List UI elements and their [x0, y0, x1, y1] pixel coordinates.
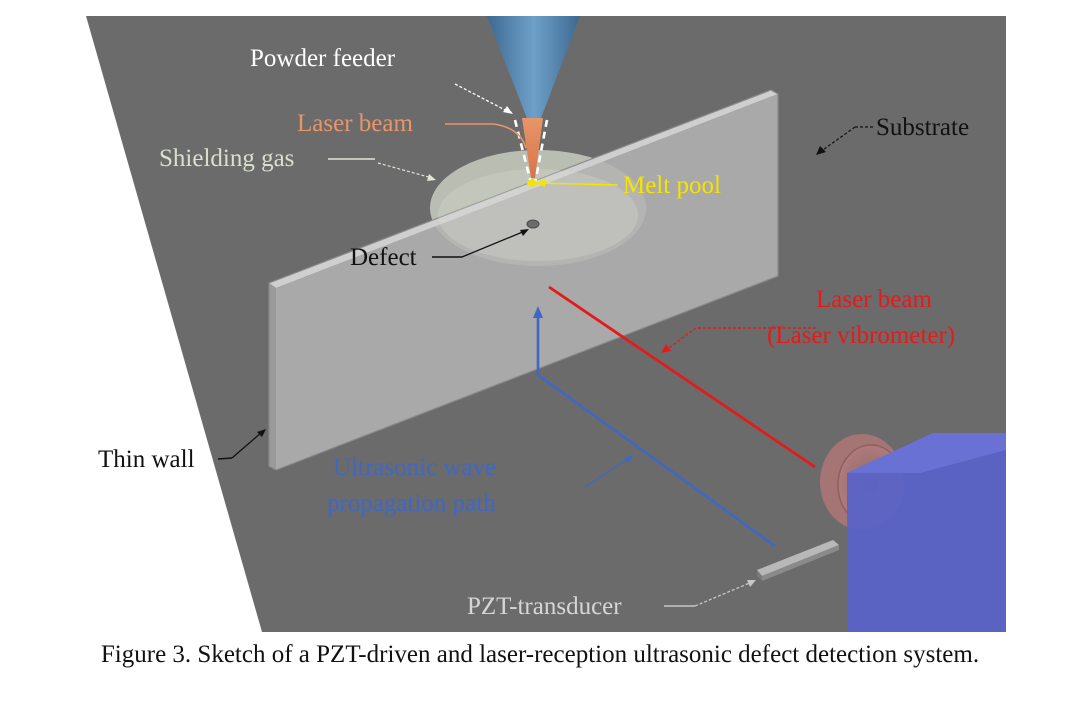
powder-stream-left [513, 119, 533, 184]
label-thin-wall: Thin wall [98, 446, 195, 473]
melt-pool-spot [527, 179, 537, 187]
label-ultrasonic-line2: propagation path [327, 490, 496, 517]
ultrasonic-path [533, 306, 776, 548]
label-powder-feeder: Powder feeder [250, 45, 396, 72]
pzt-transducer-body [757, 540, 839, 581]
laser-vibrometer-box-top [847, 433, 1006, 473]
label-ultrasonic-line1: Ultrasonic wave [333, 454, 496, 481]
label-laser-vibrometer-line1: Laser beam [816, 286, 932, 313]
label-defect: Defect [350, 244, 417, 271]
defect-mark [526, 219, 540, 229]
vibrometer-laser-line [548, 285, 816, 469]
powder-stream-right [533, 119, 549, 184]
laser-vibrometer-box [847, 433, 1006, 632]
label-substrate: Substrate [876, 114, 969, 141]
shielding-gas-overlay [438, 169, 638, 261]
label-pzt-transducer: PZT-transducer [467, 593, 622, 620]
label-melt-pool: Melt pool [623, 172, 721, 199]
label-laser-vibrometer-line2: (Laser vibrometer) [767, 322, 955, 349]
leader-lines [217, 83, 873, 607]
label-shielding-gas: Shielding gas [159, 145, 294, 172]
label-laser-beam-top: Laser beam [297, 110, 413, 137]
thin-wall [268, 89, 779, 471]
laser-beam-cone [522, 118, 543, 178]
figure-caption: Figure 3. Sketch of a PZT-driven and las… [100, 641, 980, 668]
powder-feeder-nozzle [487, 16, 580, 126]
